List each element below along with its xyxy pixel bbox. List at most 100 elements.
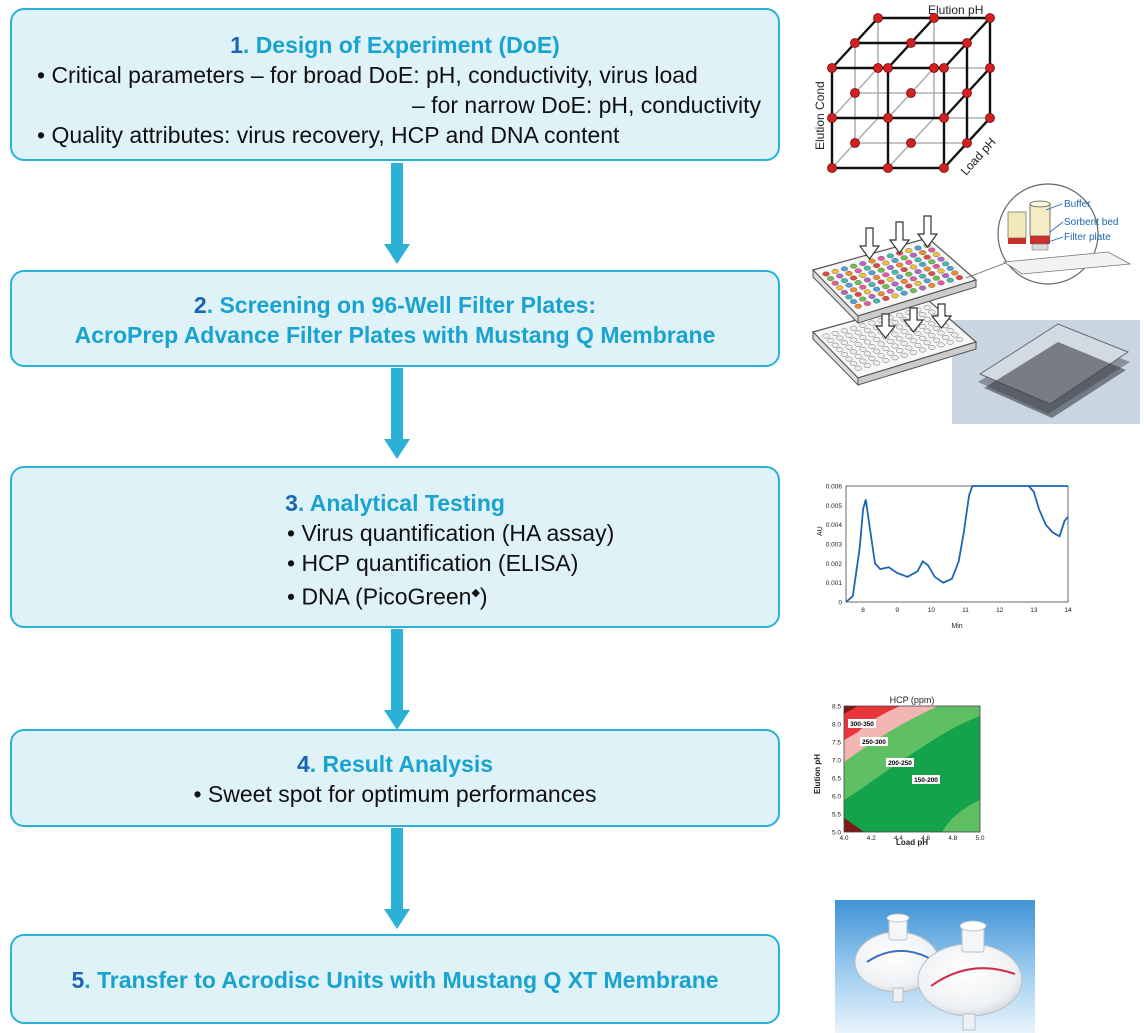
plate-well: [932, 337, 941, 343]
flow-arrows: [858, 215, 953, 339]
plate-well: [891, 331, 899, 337]
plate-well: [900, 278, 908, 284]
plate-well: [859, 284, 867, 290]
plate-well: [914, 245, 922, 251]
svg-text:250-300: 250-300: [862, 739, 886, 746]
plate-well: [877, 341, 885, 347]
plate-well: [868, 282, 876, 288]
plate-well: [849, 287, 858, 293]
acrodisc-units-photo: [835, 900, 1035, 1033]
plate-well: [872, 360, 881, 366]
plate-well: [877, 255, 885, 261]
contour-region-labels: 300-350 250-300 200-250 150-200: [848, 719, 940, 784]
plate-well: [941, 261, 950, 267]
arrow-3-4-line: [391, 629, 403, 711]
arrow-2-3-line: [391, 368, 403, 440]
plate-well: [891, 269, 899, 275]
plate-well: [937, 330, 945, 336]
plate-well: [914, 280, 922, 286]
plate-well: [909, 264, 918, 270]
plate-well: [886, 288, 895, 294]
plate-well: [918, 335, 927, 341]
plate-well: [854, 342, 862, 348]
plate-well: [877, 267, 885, 273]
contour-y-tick: 8.0: [832, 722, 841, 729]
plate-well: [895, 274, 904, 280]
plate-well: [868, 320, 876, 326]
contour-title: HCP (ppm): [890, 695, 935, 705]
plate-well: [923, 304, 931, 310]
plate-well: [918, 323, 927, 329]
plate-well: [854, 365, 862, 371]
plate-well: [831, 342, 839, 348]
step-1-bullet-1: • Critical parameters – for broad DoE: p…: [37, 62, 698, 88]
plate-well: [872, 298, 881, 304]
plate-well: [928, 321, 936, 327]
acrodisc-unit-front: [917, 920, 1023, 1031]
plate-well: [900, 340, 908, 346]
plate-well: [840, 266, 849, 272]
svg-text:200-250: 200-250: [888, 760, 912, 767]
plate-well: [928, 282, 936, 288]
plate-well: [849, 299, 858, 305]
plate-well: [900, 352, 908, 358]
plate-well: [914, 342, 922, 348]
plate-well: [886, 276, 895, 282]
plate-well: [868, 332, 876, 338]
step-1-bullet-2: – for narrow DoE: pH, conductivity: [412, 92, 761, 118]
plate-well: [826, 338, 835, 344]
plate-well: [909, 276, 918, 282]
plate-well: [849, 325, 858, 331]
plate-well: [895, 312, 904, 318]
plate-well: [937, 256, 945, 262]
step-2-subtitle: AcroPrep Advance Filter Plates with Must…: [74, 322, 716, 348]
svg-text:300-350: 300-350: [850, 721, 874, 728]
top-plate-wells: [822, 242, 964, 309]
plate-well: [849, 361, 858, 367]
plate-well: [918, 312, 927, 318]
plate-well: [955, 275, 964, 281]
step-1-title: 1. Design of Experiment (DoE): [230, 32, 560, 58]
plate-well: [836, 335, 844, 341]
plate-well: [854, 303, 862, 309]
plate-well: [845, 332, 853, 338]
plate-well: [918, 250, 927, 256]
hcp-contour-plot: HCP (ppm) 300-350 250-300 200-250 150-20…: [813, 695, 985, 847]
plate-well: [932, 263, 941, 269]
plate-well: [895, 336, 904, 342]
plate-well: [868, 293, 876, 299]
plate-well: [849, 275, 858, 281]
arrow-4-5-head: [384, 909, 410, 929]
step-2-box: 2. Screening on 96-Well Filter Plates: A…: [10, 270, 780, 367]
plate-well: [859, 296, 867, 302]
step-5-box: 5. Transfer to Acrodisc Units with Musta…: [10, 934, 780, 1024]
plate-well: [928, 344, 936, 350]
contour-x-tick: 4.4: [894, 835, 903, 842]
step-2-title: 2. Screening on 96-Well Filter Plates:: [193, 292, 597, 318]
plate-well: [877, 279, 885, 285]
cube-top-label: Elution pH: [928, 3, 983, 17]
plate-well: [882, 295, 890, 301]
chromatogram-y-tick: 0.005: [826, 503, 843, 510]
plate-well: [859, 261, 867, 267]
contour-x-tick: 4.6: [921, 835, 930, 842]
contour-ylabel: Elution pH: [813, 754, 822, 794]
plate-well: [914, 331, 922, 337]
contour-frame: [843, 705, 981, 833]
plate-well: [859, 346, 867, 352]
chromatogram-x-tick: 12: [996, 607, 1004, 614]
plate-well: [895, 324, 904, 330]
filter-plate-diagram: Buffer Sorbent bed Filter plate: [811, 183, 1140, 424]
plate-well: [937, 268, 945, 274]
plate-well: [946, 339, 954, 345]
plate-well: [872, 263, 881, 269]
contour-xlabel: Load pH: [896, 838, 928, 847]
plate-well: [895, 348, 904, 354]
step-1-bullet-3: • Quality attributes: virus recovery, HC…: [37, 122, 620, 148]
contour-x-tick: 4.2: [867, 835, 876, 842]
plate-well: [909, 338, 918, 344]
plate-well: [891, 355, 899, 361]
plate-well: [923, 266, 931, 272]
